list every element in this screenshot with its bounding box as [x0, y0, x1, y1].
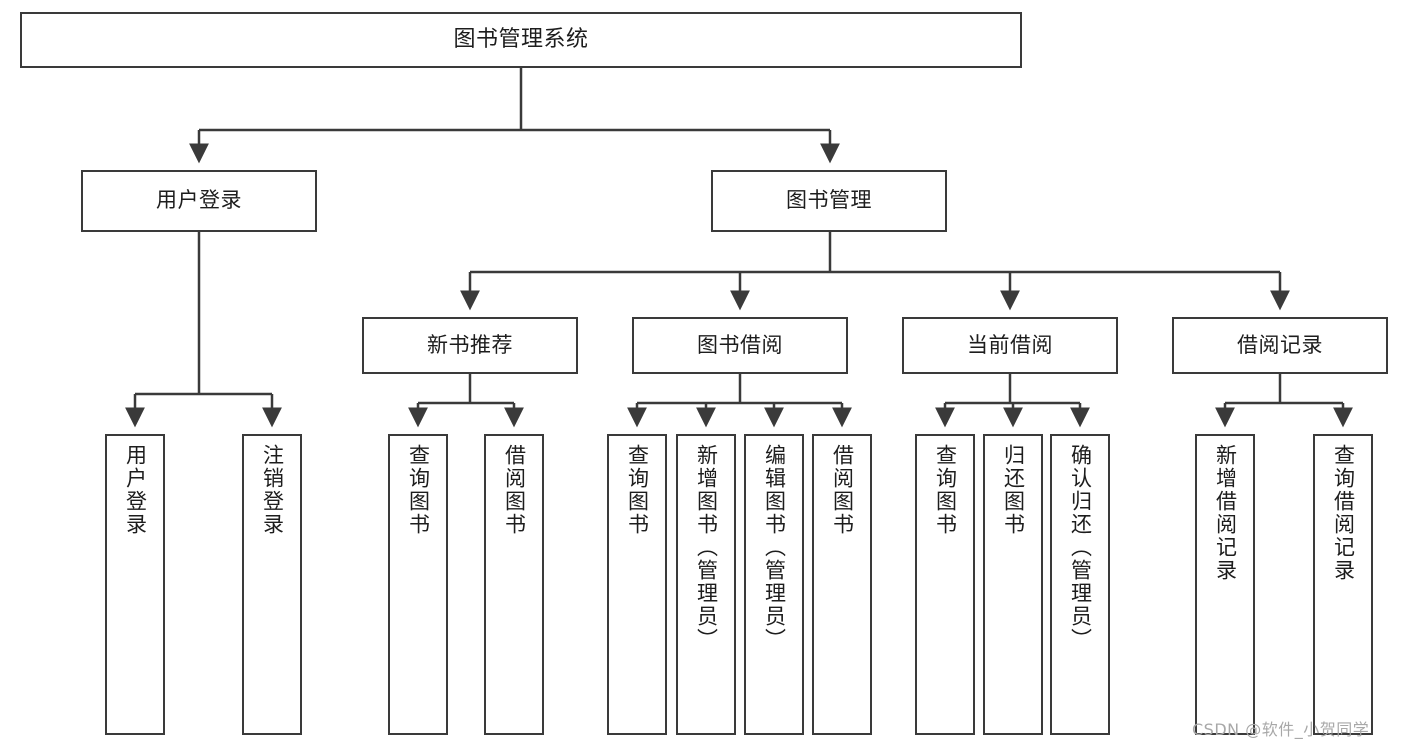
node-leaf-user-login[interactable]: 用户登录 — [105, 434, 165, 735]
csdn-watermark: CSDN @软件_小贺同学 — [1192, 720, 1370, 739]
node-new-book-rec-label: 新书推荐 — [427, 332, 513, 357]
node-leaf-rec-borrow[interactable]: 借阅图书 — [484, 434, 544, 735]
node-leaf-rec-query[interactable]: 查询图书 — [388, 434, 448, 735]
node-book-borrow[interactable]: 图书借阅 — [632, 317, 848, 374]
node-leaf-br-add-label: 新增借阅记录 — [1213, 444, 1238, 582]
node-leaf-bb-borrow-label: 借阅图书 — [830, 444, 855, 536]
node-book-manage[interactable]: 图书管理 — [711, 170, 947, 232]
node-leaf-cb-query-label: 查询图书 — [933, 444, 958, 536]
node-leaf-user-logout-label: 注销登录 — [260, 444, 285, 536]
node-leaf-bb-query-label: 查询图书 — [625, 444, 650, 536]
node-leaf-br-add[interactable]: 新增借阅记录 — [1195, 434, 1255, 735]
node-leaf-cb-query[interactable]: 查询图书 — [915, 434, 975, 735]
node-book-borrow-label: 图书借阅 — [697, 332, 783, 357]
node-user-login[interactable]: 用户登录 — [81, 170, 317, 232]
node-leaf-bb-add[interactable]: 新增图书（管理员） — [676, 434, 736, 735]
node-root[interactable]: 图书管理系统 — [20, 12, 1022, 68]
node-leaf-user-logout[interactable]: 注销登录 — [242, 434, 302, 735]
node-leaf-bb-edit-label: 编辑图书（管理员） — [762, 444, 787, 651]
node-new-book-rec[interactable]: 新书推荐 — [362, 317, 578, 374]
node-borrow-record-label: 借阅记录 — [1237, 332, 1323, 357]
node-leaf-bb-edit[interactable]: 编辑图书（管理员） — [744, 434, 804, 735]
node-book-manage-label: 图书管理 — [786, 188, 872, 213]
node-leaf-rec-query-label: 查询图书 — [406, 444, 431, 536]
node-leaf-bb-borrow[interactable]: 借阅图书 — [812, 434, 872, 735]
node-leaf-cb-return[interactable]: 归还图书 — [983, 434, 1043, 735]
node-leaf-bb-query[interactable]: 查询图书 — [607, 434, 667, 735]
node-leaf-bb-add-label: 新增图书（管理员） — [694, 444, 719, 651]
node-leaf-cb-confirm[interactable]: 确认归还（管理员） — [1050, 434, 1110, 735]
node-leaf-br-query-label: 查询借阅记录 — [1331, 444, 1356, 582]
node-user-login-label: 用户登录 — [156, 188, 242, 213]
node-leaf-rec-borrow-label: 借阅图书 — [502, 444, 527, 536]
node-current-borrow-label: 当前借阅 — [967, 332, 1053, 357]
node-root-label: 图书管理系统 — [453, 26, 589, 52]
node-leaf-user-login-label: 用户登录 — [123, 444, 148, 536]
node-borrow-record[interactable]: 借阅记录 — [1172, 317, 1388, 374]
node-leaf-cb-confirm-label: 确认归还（管理员） — [1068, 444, 1093, 651]
node-current-borrow[interactable]: 当前借阅 — [902, 317, 1118, 374]
node-leaf-cb-return-label: 归还图书 — [1001, 444, 1026, 536]
node-leaf-br-query[interactable]: 查询借阅记录 — [1313, 434, 1373, 735]
